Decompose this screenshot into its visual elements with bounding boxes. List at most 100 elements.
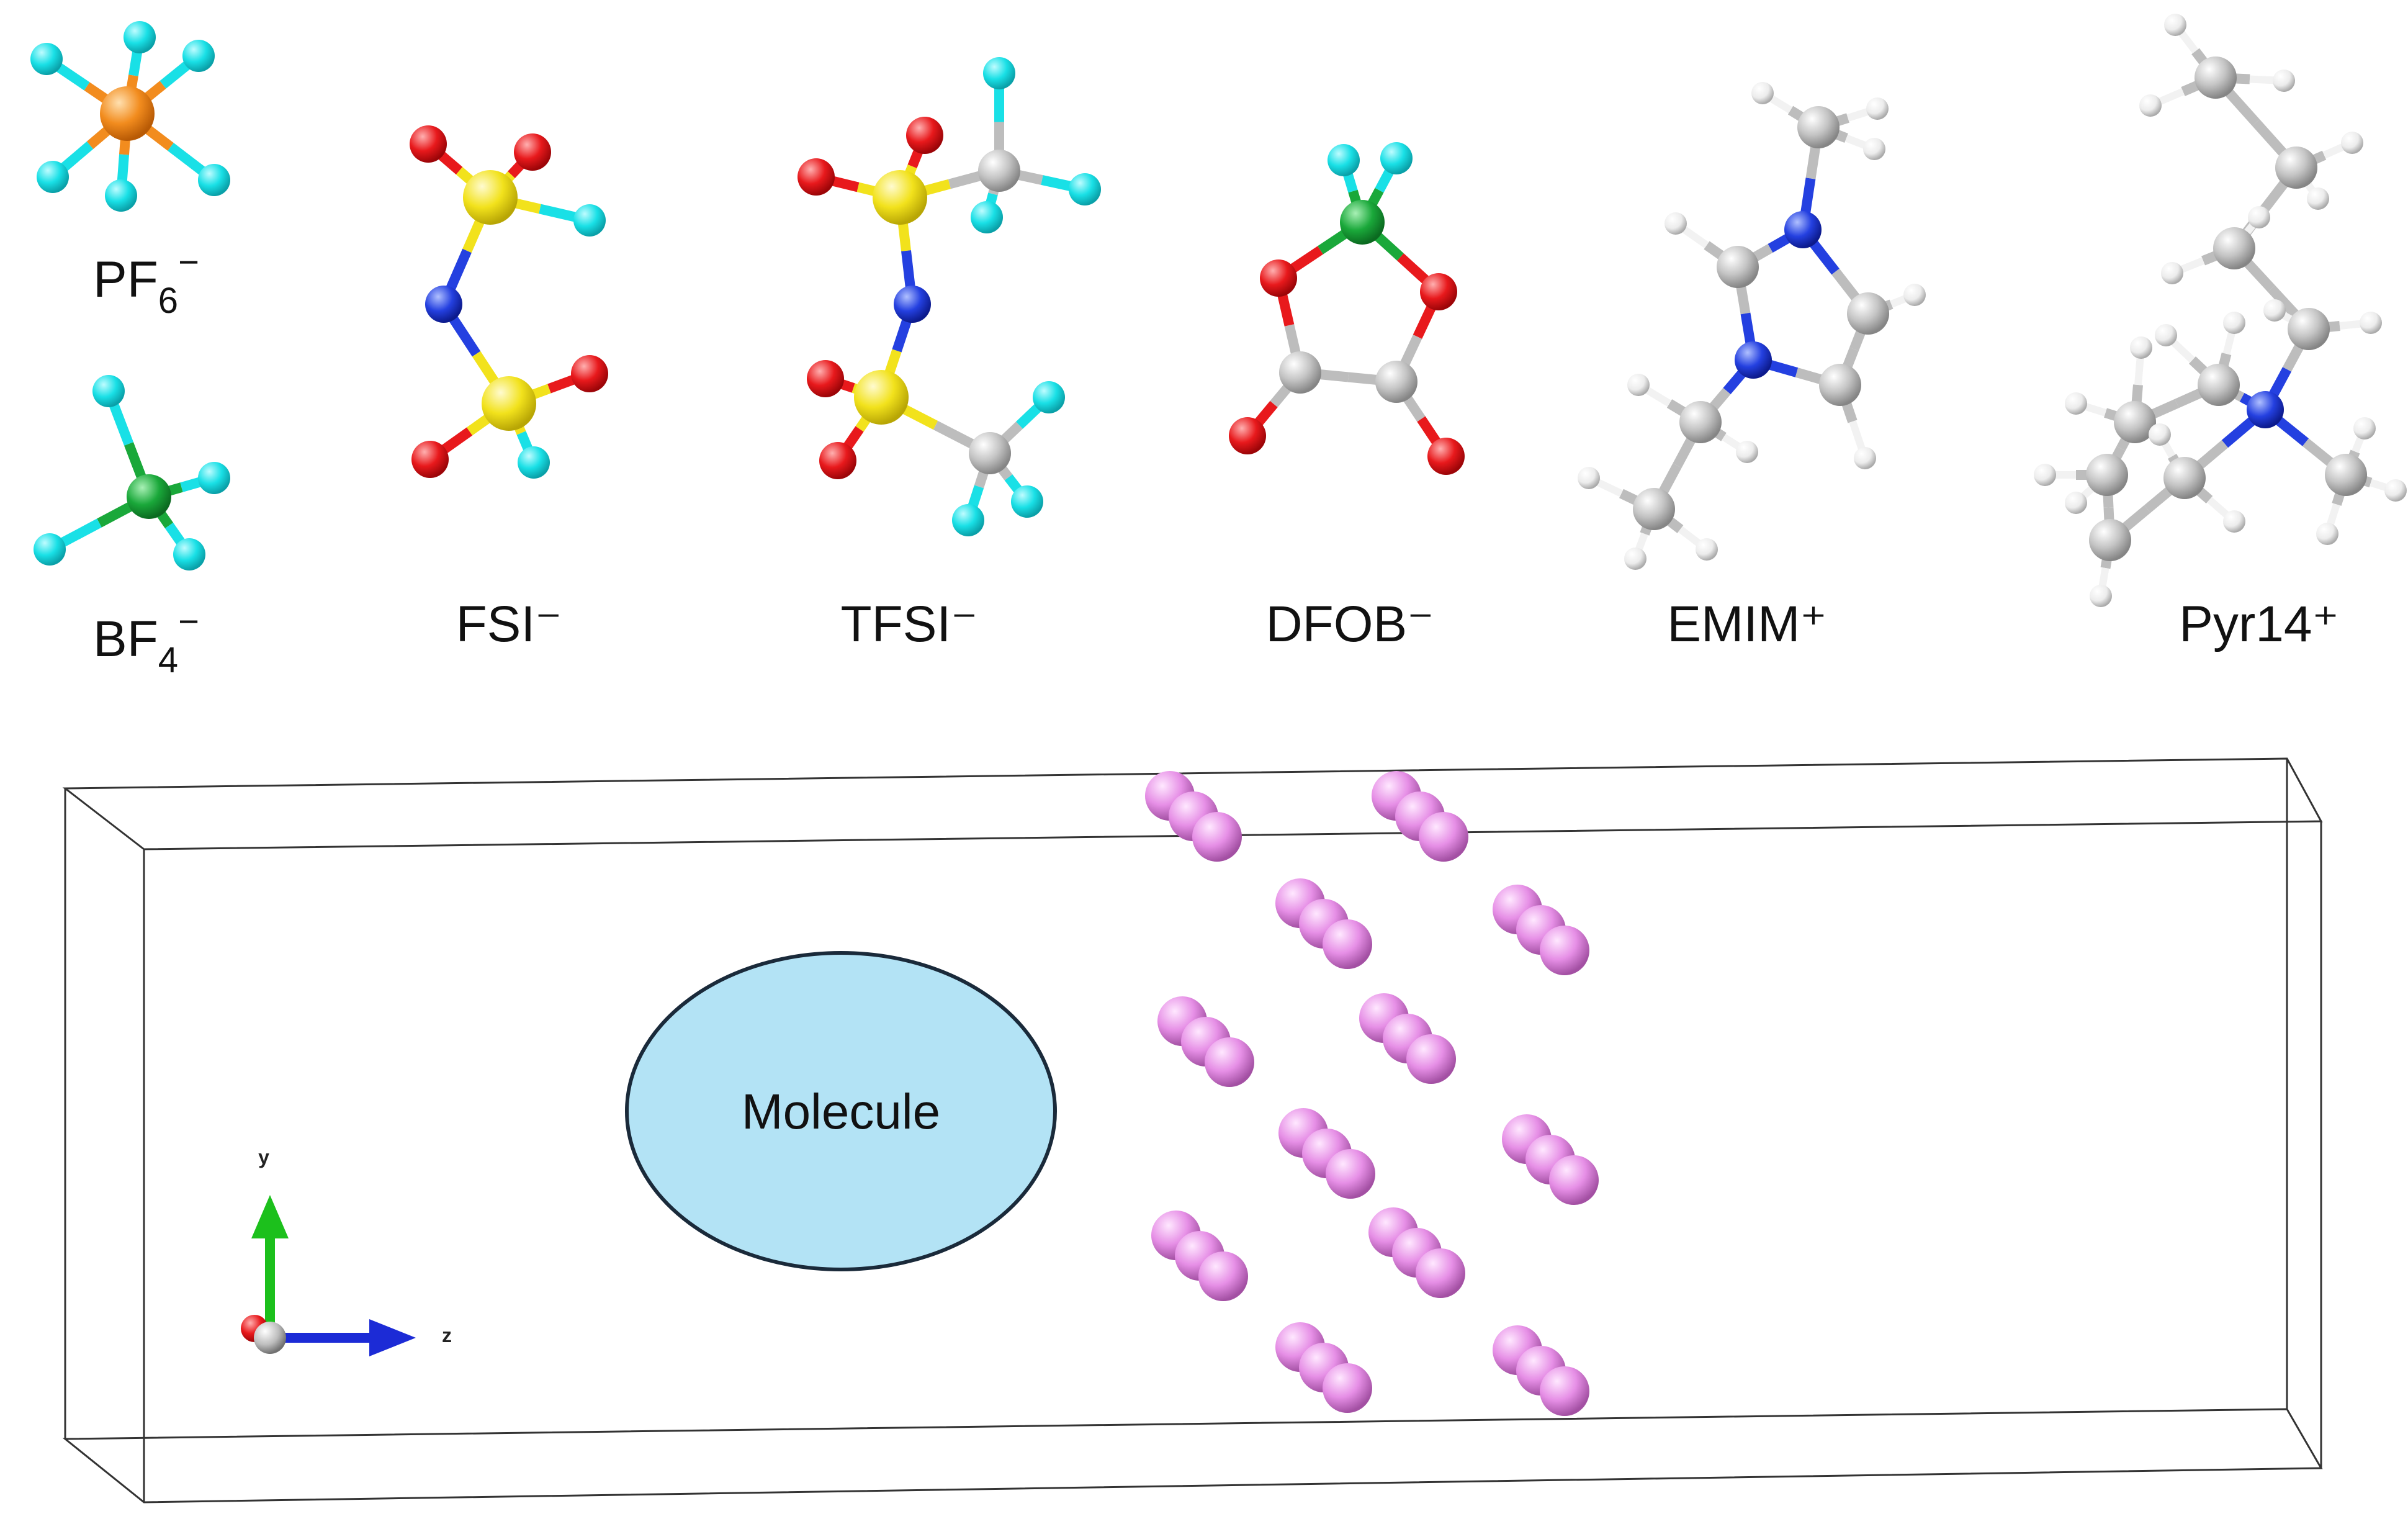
molecule-bf4 [34,375,230,570]
label-pf6: PF6− [93,242,199,321]
dfob-atom-O-3 [1260,259,1297,297]
pyr14-atom-H-6 [2307,187,2329,210]
li-cluster-6 [1278,1108,1375,1199]
axis-origin [254,1322,286,1354]
pyr14-atom-H-19 [2223,312,2245,334]
tfsi-atom-O-4 [797,158,835,196]
pyr14-atom-H-8 [2161,262,2183,284]
fsi-atom-F-8 [518,446,550,479]
li-atom [1326,1149,1375,1199]
molecule-ellipse [625,951,1057,1271]
lithium-atoms [1145,771,1599,1416]
pyr14-atom-C-7 [2213,227,2255,269]
li-atom [1323,919,1372,969]
emim-atom-H-13 [1627,374,1650,396]
li-atom [1540,1366,1589,1416]
emim-atom-H-11 [1854,447,1876,469]
pf6-atom-F-4 [37,161,69,193]
li-cluster-1 [1372,771,1468,862]
dfob-atom-O-8 [1427,438,1465,475]
emim-atom-H-16 [1578,467,1600,489]
axis-z-arrowhead [369,1319,416,1356]
dfob-atom-F-2 [1380,142,1413,174]
li-cluster-7 [1502,1114,1599,1205]
emim-atom-H-6 [1751,82,1774,104]
li-atom [1419,812,1468,862]
tfsi-atom-C-11 [969,432,1011,474]
label-emim: EMIM⁺ [1667,596,1826,652]
dfob-atom-O-7 [1229,417,1266,454]
emim-atom-H-8 [1863,138,1885,160]
pyr14-atom-C-0 [2195,56,2237,99]
molecule-fsi [410,125,608,479]
axis-triad: y z [241,1146,452,1356]
li-cluster-0 [1145,771,1242,862]
label-pyr14: Pyr14⁺ [2179,596,2339,652]
tfsi-atom-F-14 [952,504,984,536]
emim-atom-C-4 [1847,292,1889,335]
pyr14-atom-H-25 [2034,464,2056,486]
tfsi-atom-O-9 [807,360,844,397]
emim-atom-H-14 [1736,441,1758,463]
dfob-atom-B-0 [1340,200,1385,245]
pyr14-atom-C-10 [2288,308,2330,350]
pyr14-atom-H-26 [2065,492,2087,514]
pyr14-atom-C-14 [2325,454,2367,496]
pyr14-atom-N-13 [2247,391,2284,428]
pyr14-atom-H-1 [2164,14,2186,36]
emim-atom-H-17 [1624,548,1647,570]
pyr14-atom-H-11 [2360,312,2382,334]
fsi-atom-O-7 [411,441,449,478]
pf6-atom-P-0 [100,86,155,141]
pyr14-atom-H-9 [2248,206,2270,228]
molecule-dfob [1229,142,1465,475]
li-atom [1198,1251,1248,1301]
pyr14-atom-H-2 [2139,94,2162,117]
emim-atom-C-12 [1679,401,1722,443]
dfob-atom-C-5 [1279,351,1321,394]
pf6-atom-F-5 [105,179,137,212]
molecule-label: Molecule [742,1084,940,1139]
pyr14-atom-H-28 [2090,585,2112,607]
li-cluster-2 [1275,878,1372,969]
axis-z-label: z [442,1324,452,1346]
li-atom [1323,1363,1372,1413]
pyr14-atom-H-23 [2130,336,2152,359]
pyr14-atom-H-3 [2273,70,2295,92]
fsi-atom-O-6 [571,355,608,392]
li-atom [1192,812,1242,862]
tfsi-atom-O-10 [819,442,856,479]
pyr14-atom-C-18 [2198,364,2240,406]
axis-y-label: y [258,1146,269,1168]
pyr14-atom-H-30 [2223,510,2245,533]
emim-atom-C-5 [1797,106,1840,148]
emim-atom-N-0 [1784,211,1822,248]
tfsi-atom-F-8 [971,201,1003,233]
molecule-emim [1578,82,1926,570]
pyr14-atom-H-22 [2065,392,2087,415]
label-dfob: DFOB⁻ [1265,596,1434,652]
pyr14-atom-H-31 [2149,423,2171,446]
dfob-atom-F-1 [1328,144,1360,176]
pyr14-atom-H-17 [2316,523,2338,545]
molecule-region: Molecule [625,951,1057,1271]
li-cluster-4 [1157,996,1254,1087]
li-cluster-11 [1493,1325,1589,1416]
emim-atom-H-18 [1696,538,1718,561]
tfsi-atom-F-6 [983,57,1015,89]
fsi-atom-O-4 [514,133,551,171]
fsi-atom-F-5 [573,204,606,237]
emim-atom-C-3 [1819,364,1861,406]
fsi-atom-S-1 [482,376,536,431]
molecule-tfsi [797,57,1101,536]
tfsi-atom-F-7 [1069,173,1101,205]
molecule-pyr14 [2034,14,2407,607]
tfsi-atom-O-5 [906,117,943,154]
emim-atom-C-1 [1717,246,1759,288]
li-atom [1406,1034,1456,1084]
li-atom [1540,926,1589,975]
tfsi-atom-F-13 [1011,485,1043,518]
pyr14-atom-C-27 [2089,519,2131,561]
bf4-atom-F-4 [173,538,205,570]
